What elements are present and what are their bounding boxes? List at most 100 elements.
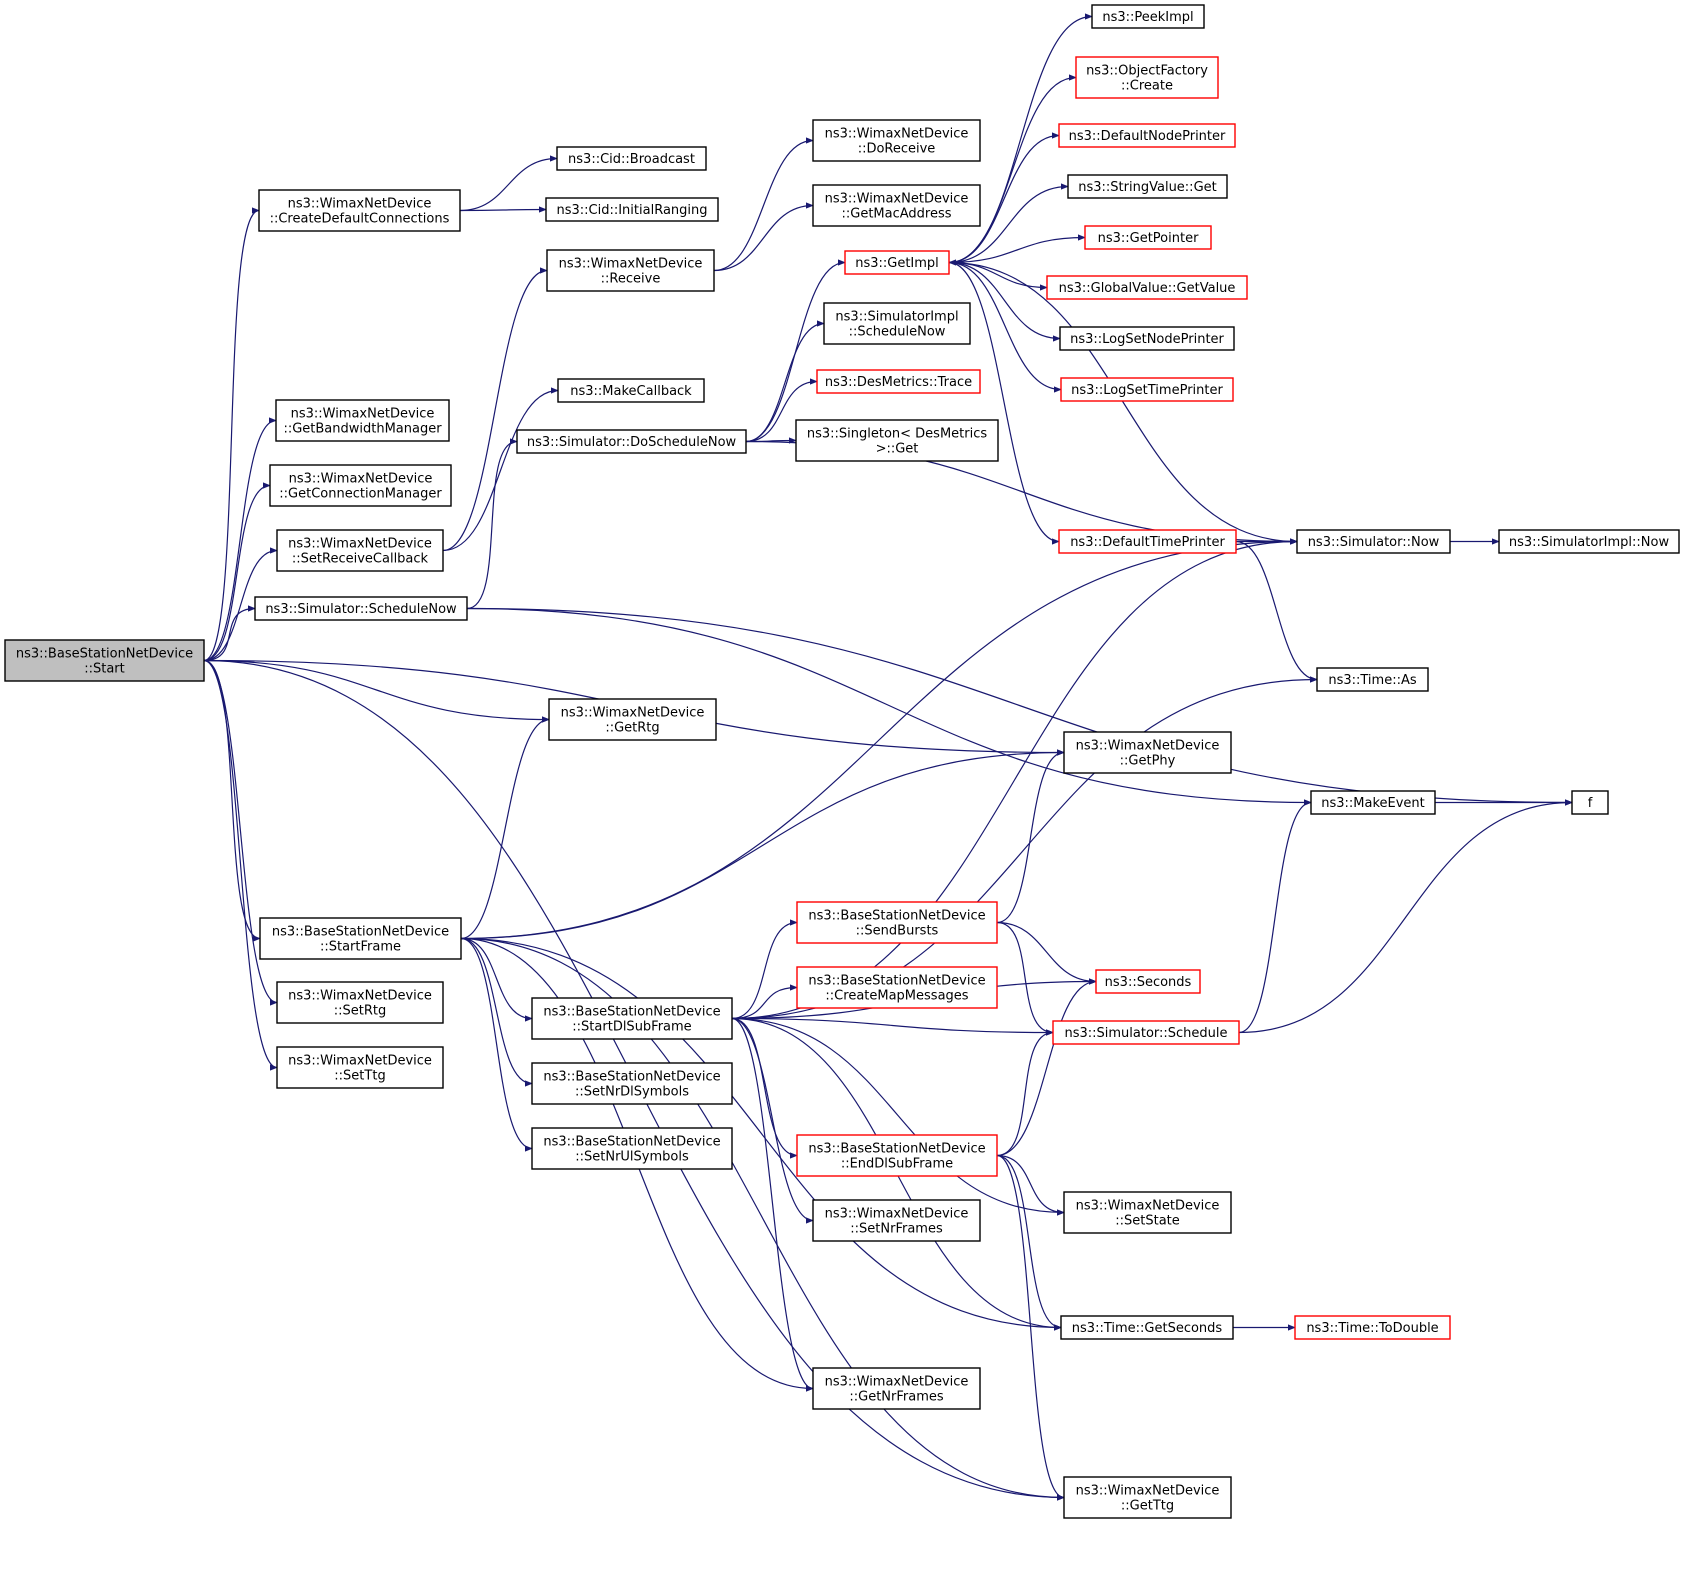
- node-box[interactable]: [254, 596, 468, 621]
- node-box[interactable]: [1046, 275, 1248, 300]
- node-box[interactable]: [4, 639, 205, 682]
- node-simulatorNow[interactable]: ns3::Simulator::Now: [1296, 529, 1451, 554]
- node-box[interactable]: [557, 378, 705, 403]
- node-startDlSubFrame[interactable]: ns3::BaseStationNetDevice::StartDlSubFra…: [531, 997, 733, 1040]
- node-getPhy[interactable]: ns3::WimaxNetDevice::GetPhy: [1063, 731, 1232, 774]
- node-doScheduleNow[interactable]: ns3::Simulator::DoScheduleNow: [516, 429, 747, 454]
- node-setReceiveCallback[interactable]: ns3::WimaxNetDevice::SetReceiveCallback: [276, 529, 444, 572]
- node-box[interactable]: [531, 997, 733, 1040]
- node-getImpl[interactable]: ns3::GetImpl: [844, 250, 950, 275]
- node-box[interactable]: [796, 901, 998, 944]
- node-receive[interactable]: ns3::WimaxNetDevice::Receive: [546, 249, 715, 292]
- node-box[interactable]: [1059, 326, 1235, 351]
- node-createMapMessages[interactable]: ns3::BaseStationNetDevice::CreateMapMess…: [796, 966, 998, 1009]
- node-getTtg[interactable]: ns3::WimaxNetDevice::GetTtg: [1063, 1476, 1232, 1519]
- node-seconds[interactable]: ns3::Seconds: [1095, 969, 1201, 994]
- node-endDlSubFrame[interactable]: ns3::BaseStationNetDevice::EndDlSubFrame: [796, 1134, 998, 1177]
- node-getBandwidthManager[interactable]: ns3::WimaxNetDevice::GetBandwidthManager: [275, 399, 450, 442]
- node-box[interactable]: [276, 981, 444, 1024]
- node-box[interactable]: [1316, 667, 1429, 692]
- node-box[interactable]: [545, 197, 719, 222]
- node-makeCallback[interactable]: ns3::MakeCallback: [557, 378, 705, 403]
- node-defaultNodePrinter[interactable]: ns3::DefaultNodePrinter: [1058, 123, 1236, 148]
- node-getPointer[interactable]: ns3::GetPointer: [1084, 225, 1212, 250]
- node-box[interactable]: [546, 249, 715, 292]
- node-createDefaultConnections[interactable]: ns3::WimaxNetDevice::CreateDefaultConnec…: [258, 189, 461, 232]
- node-box[interactable]: [1498, 529, 1680, 554]
- node-box[interactable]: [258, 189, 461, 232]
- node-box[interactable]: [1063, 1191, 1232, 1234]
- node-box[interactable]: [531, 1062, 733, 1105]
- node-box[interactable]: [844, 250, 950, 275]
- node-getNrFrames[interactable]: ns3::WimaxNetDevice::GetNrFrames: [812, 1367, 981, 1410]
- node-box[interactable]: [1067, 174, 1228, 199]
- node-setRtg[interactable]: ns3::WimaxNetDevice::SetRtg: [276, 981, 444, 1024]
- node-getRtg[interactable]: ns3::WimaxNetDevice::GetRtg: [548, 698, 717, 741]
- node-box[interactable]: [1091, 4, 1205, 29]
- node-box[interactable]: [816, 369, 981, 394]
- node-timeToDouble[interactable]: ns3::Time::ToDouble: [1294, 1315, 1451, 1340]
- node-getMacAddress[interactable]: ns3::WimaxNetDevice::GetMacAddress: [812, 184, 981, 227]
- node-defaultTimePrinter[interactable]: ns3::DefaultTimePrinter: [1058, 529, 1237, 554]
- node-logSetNodePrinter[interactable]: ns3::LogSetNodePrinter: [1059, 326, 1235, 351]
- node-objectFactoryCreate[interactable]: ns3::ObjectFactory::Create: [1075, 56, 1219, 99]
- node-box[interactable]: [1296, 529, 1451, 554]
- node-box[interactable]: [823, 302, 971, 345]
- node-box[interactable]: [796, 1134, 998, 1177]
- node-singletonGet[interactable]: ns3::Singleton< DesMetrics>::Get: [795, 419, 999, 462]
- node-box[interactable]: [276, 529, 444, 572]
- node-simulatorImplScheduleNow[interactable]: ns3::SimulatorImpl::ScheduleNow: [823, 302, 971, 345]
- node-box[interactable]: [812, 119, 981, 162]
- node-setTtg[interactable]: ns3::WimaxNetDevice::SetTtg: [276, 1046, 444, 1089]
- node-box[interactable]: [556, 146, 707, 171]
- node-box[interactable]: [796, 966, 998, 1009]
- node-box[interactable]: [1063, 731, 1232, 774]
- node-box[interactable]: [1084, 225, 1212, 250]
- node-box[interactable]: [1052, 1020, 1240, 1045]
- node-box[interactable]: [1063, 1476, 1232, 1519]
- node-sendBursts[interactable]: ns3::BaseStationNetDevice::SendBursts: [796, 901, 998, 944]
- node-box[interactable]: [531, 1127, 733, 1170]
- node-box[interactable]: [1310, 790, 1436, 815]
- node-box[interactable]: [1075, 56, 1219, 99]
- node-makeEvent[interactable]: ns3::MakeEvent: [1310, 790, 1436, 815]
- node-box[interactable]: [259, 917, 462, 960]
- node-box[interactable]: [812, 1199, 981, 1242]
- node-stringValueGet[interactable]: ns3::StringValue::Get: [1067, 174, 1228, 199]
- node-simulatorImplNow[interactable]: ns3::SimulatorImpl::Now: [1498, 529, 1680, 554]
- node-timeAs[interactable]: ns3::Time::As: [1316, 667, 1429, 692]
- node-box[interactable]: [275, 399, 450, 442]
- node-box[interactable]: [1060, 377, 1234, 402]
- node-box[interactable]: [1058, 123, 1236, 148]
- node-schedulerScheduleNow[interactable]: ns3::Simulator::ScheduleNow: [254, 596, 468, 621]
- node-simulatorSchedule[interactable]: ns3::Simulator::Schedule: [1052, 1020, 1240, 1045]
- node-getConnectionManager[interactable]: ns3::WimaxNetDevice::GetConnectionManage…: [269, 464, 452, 507]
- node-box[interactable]: [1294, 1315, 1451, 1340]
- node-box[interactable]: [1060, 1315, 1234, 1340]
- node-setNrFrames[interactable]: ns3::WimaxNetDevice::SetNrFrames: [812, 1199, 981, 1242]
- node-box[interactable]: [276, 1046, 444, 1089]
- node-startFrame[interactable]: ns3::BaseStationNetDevice::StartFrame: [259, 917, 462, 960]
- node-box[interactable]: [548, 698, 717, 741]
- node-timeGetSeconds[interactable]: ns3::Time::GetSeconds: [1060, 1315, 1234, 1340]
- node-root[interactable]: ns3::BaseStationNetDevice::Start: [4, 639, 205, 682]
- node-setNrDlSymbols[interactable]: ns3::BaseStationNetDevice::SetNrDlSymbol…: [531, 1062, 733, 1105]
- node-box[interactable]: [812, 1367, 981, 1410]
- node-setNrUlSymbols[interactable]: ns3::BaseStationNetDevice::SetNrUlSymbol…: [531, 1127, 733, 1170]
- node-box[interactable]: [269, 464, 452, 507]
- node-doReceive[interactable]: ns3::WimaxNetDevice::DoReceive: [812, 119, 981, 162]
- node-box[interactable]: [812, 184, 981, 227]
- node-box[interactable]: [1571, 790, 1609, 815]
- node-logSetTimePrinter[interactable]: ns3::LogSetTimePrinter: [1060, 377, 1234, 402]
- node-desMetricsTrace[interactable]: ns3::DesMetrics::Trace: [816, 369, 981, 394]
- node-cidBroadcast[interactable]: ns3::Cid::Broadcast: [556, 146, 707, 171]
- node-setState[interactable]: ns3::WimaxNetDevice::SetState: [1063, 1191, 1232, 1234]
- node-box[interactable]: [795, 419, 999, 462]
- node-box[interactable]: [1095, 969, 1201, 994]
- node-cidInitialRanging[interactable]: ns3::Cid::InitialRanging: [545, 197, 719, 222]
- node-globalValueGetValue[interactable]: ns3::GlobalValue::GetValue: [1046, 275, 1248, 300]
- node-f[interactable]: f: [1571, 790, 1609, 815]
- node-box[interactable]: [1058, 529, 1237, 554]
- node-peekImpl[interactable]: ns3::PeekImpl: [1091, 4, 1205, 29]
- node-box[interactable]: [516, 429, 747, 454]
